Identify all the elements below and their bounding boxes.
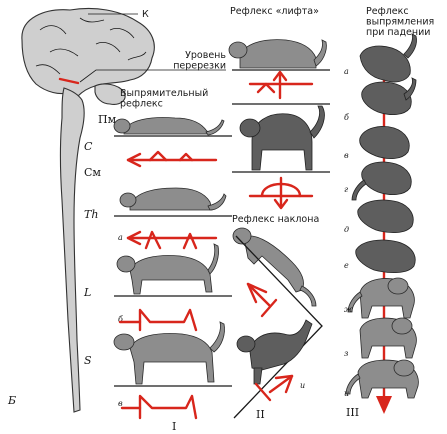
label-column-3: III (346, 406, 359, 419)
letter-zh-col3: ж (344, 305, 353, 314)
fall-stage-i (345, 359, 419, 399)
arrow-tilt-1 (246, 282, 278, 318)
cat-crouched (119, 187, 227, 211)
fall-stage-a (359, 33, 417, 83)
fall-stage-v (359, 126, 410, 160)
cut-level-marker (58, 77, 80, 85)
cat-half-standing (116, 243, 219, 295)
fall-arrow-head (376, 396, 392, 414)
cat-standing (113, 321, 225, 385)
label-thoracic: Th (84, 208, 98, 221)
cat-incline-up (236, 319, 313, 385)
letter-i-col2: и (300, 381, 305, 390)
label-medulla: Пм (98, 113, 117, 126)
letter-d-col3: д (344, 225, 349, 234)
cat-lying (113, 117, 225, 136)
fall-stage-d (357, 199, 414, 234)
letter-g-col3: г (344, 185, 348, 194)
label-column-2: II (256, 408, 265, 421)
fall-stage-zh (347, 277, 415, 319)
fall-stage-e (355, 239, 416, 274)
label-column-1: I (172, 420, 176, 433)
arrow-set-1 (126, 150, 218, 168)
letter-v-col1: в (118, 399, 123, 408)
letter-e-col3: е (344, 261, 349, 270)
arrow-set-3 (118, 308, 198, 332)
arrow-tilt-2 (254, 374, 294, 402)
label-cortex: К (142, 9, 149, 20)
letter-b-col3: б (344, 113, 349, 122)
arrow-set-4 (120, 394, 198, 420)
fall-stage-z (359, 317, 417, 359)
label-sacral: S (84, 354, 92, 367)
arrow-lift-up (248, 70, 314, 100)
column-lift-tilt: Рефлекс «лифта» Рефлекс наклон (228, 6, 330, 421)
fall-stage-b (361, 77, 417, 116)
label-lumbar: L (83, 286, 91, 299)
cat-on-platform (228, 39, 327, 69)
letter-v-col3: в (344, 151, 349, 160)
arrow-lift-down (248, 176, 314, 210)
letter-b-col1: б (118, 315, 123, 324)
letter-a-col3: а (344, 67, 349, 76)
title-tilt-reflex: Рефлекс наклона (232, 214, 319, 225)
fall-stage-g (351, 161, 412, 201)
label-cervical: С (84, 140, 93, 153)
label-midbrain: См (84, 166, 101, 179)
letter-a-col1: а (118, 233, 123, 242)
title-lift-reflex: Рефлекс «лифта» (230, 6, 319, 17)
label-panel-b: Б (7, 394, 16, 407)
cat-arched (239, 105, 325, 171)
arrow-set-2 (126, 230, 218, 250)
cat-incline-down (232, 227, 317, 307)
letter-i-col3: и (344, 389, 349, 398)
letter-z-col3: з (344, 349, 348, 358)
